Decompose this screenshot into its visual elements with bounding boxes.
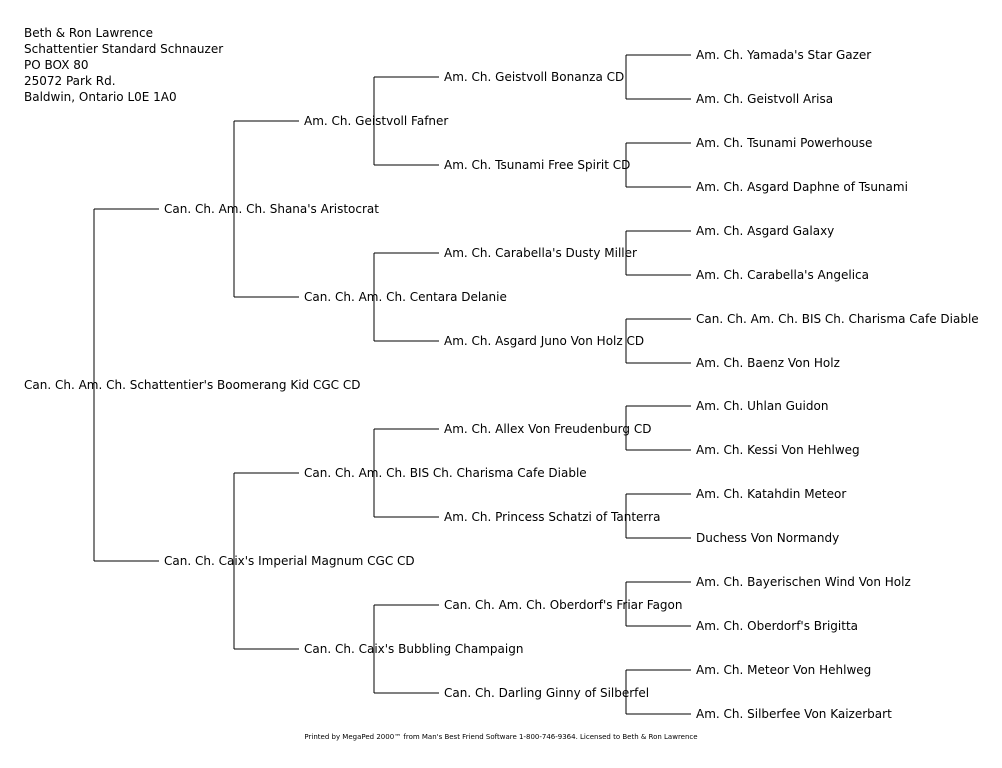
subject-dog: Can. Ch. Am. Ch. Schattentier's Boomeran… xyxy=(24,378,361,392)
great-great-grandparent: Am. Ch. Asgard Daphne of Tsunami xyxy=(696,180,908,194)
city-province-postal: Baldwin, Ontario L0E 1A0 xyxy=(24,90,177,104)
great-great-grandparent: Am. Ch. Katahdin Meteor xyxy=(696,487,847,501)
grandparent: Am. Ch. Geistvoll Fafner xyxy=(304,114,449,128)
great-great-grandparent: Am. Ch. Oberdorf's Brigitta xyxy=(696,619,859,633)
great-grandparent: Am. Ch. Asgard Juno Von Holz CD xyxy=(444,334,645,348)
grandparent: Can. Ch. Am. Ch. Centara Delanie xyxy=(304,290,507,304)
owner-name: Beth & Ron Lawrence xyxy=(24,26,153,40)
sire: Can. Ch. Am. Ch. Shana's Aristocrat xyxy=(164,202,379,216)
po-box: PO BOX 80 xyxy=(24,58,89,72)
great-grandparent: Am. Ch. Carabella's Dusty Miller xyxy=(444,246,637,260)
great-great-grandparent: Am. Ch. Meteor Von Hehlweg xyxy=(696,663,872,677)
kennel-name: Schattentier Standard Schnauzer xyxy=(24,42,224,56)
great-great-grandparent: Am. Ch. Tsunami Powerhouse xyxy=(696,136,873,150)
great-grandparent: Am. Ch. Geistvoll Bonanza CD xyxy=(444,70,625,84)
great-great-grandparent: Am. Ch. Silberfee Von Kaizerbart xyxy=(696,707,892,721)
grandparent: Can. Ch. Am. Ch. BIS Ch. Charisma Cafe D… xyxy=(304,466,587,480)
great-great-grandparent: Am. Ch. Bayerischen Wind Von Holz xyxy=(696,575,911,589)
print-footer: Printed by MegaPed 2000™ from Man's Best… xyxy=(304,733,698,741)
owner-address: Beth & Ron Lawrence Schattentier Standar… xyxy=(24,25,223,105)
great-great-grandparent: Am. Ch. Kessi Von Hehlweg xyxy=(696,443,860,457)
great-great-grandparent: Can. Ch. Am. Ch. BIS Ch. Charisma Cafe D… xyxy=(696,312,979,326)
great-grandparent: Am. Ch. Tsunami Free Spirit CD xyxy=(444,158,631,172)
dam: Can. Ch. Caix's Imperial Magnum CGC CD xyxy=(164,554,415,568)
great-great-grandparent: Am. Ch. Asgard Galaxy xyxy=(696,224,835,238)
great-great-grandparent: Am. Ch. Carabella's Angelica xyxy=(696,268,869,282)
great-great-grandparent: Duchess Von Normandy xyxy=(696,531,840,545)
great-grandparent: Can. Ch. Am. Ch. Oberdorf's Friar Fagon xyxy=(444,598,683,612)
great-great-grandparent: Am. Ch. Yamada's Star Gazer xyxy=(696,48,872,62)
street-address: 25072 Park Rd. xyxy=(24,74,116,88)
great-great-grandparent: Am. Ch. Geistvoll Arisa xyxy=(696,92,834,106)
great-grandparent: Am. Ch. Princess Schatzi of Tanterra xyxy=(444,510,661,524)
great-great-grandparent: Am. Ch. Uhlan Guidon xyxy=(696,399,829,413)
great-grandparent: Can. Ch. Darling Ginny of Silberfel xyxy=(444,686,650,700)
great-great-grandparent: Am. Ch. Baenz Von Holz xyxy=(696,356,840,370)
grandparent: Can. Ch. Caix's Bubbling Champaign xyxy=(304,642,524,656)
great-grandparent: Am. Ch. Allex Von Freudenburg CD xyxy=(444,422,652,436)
